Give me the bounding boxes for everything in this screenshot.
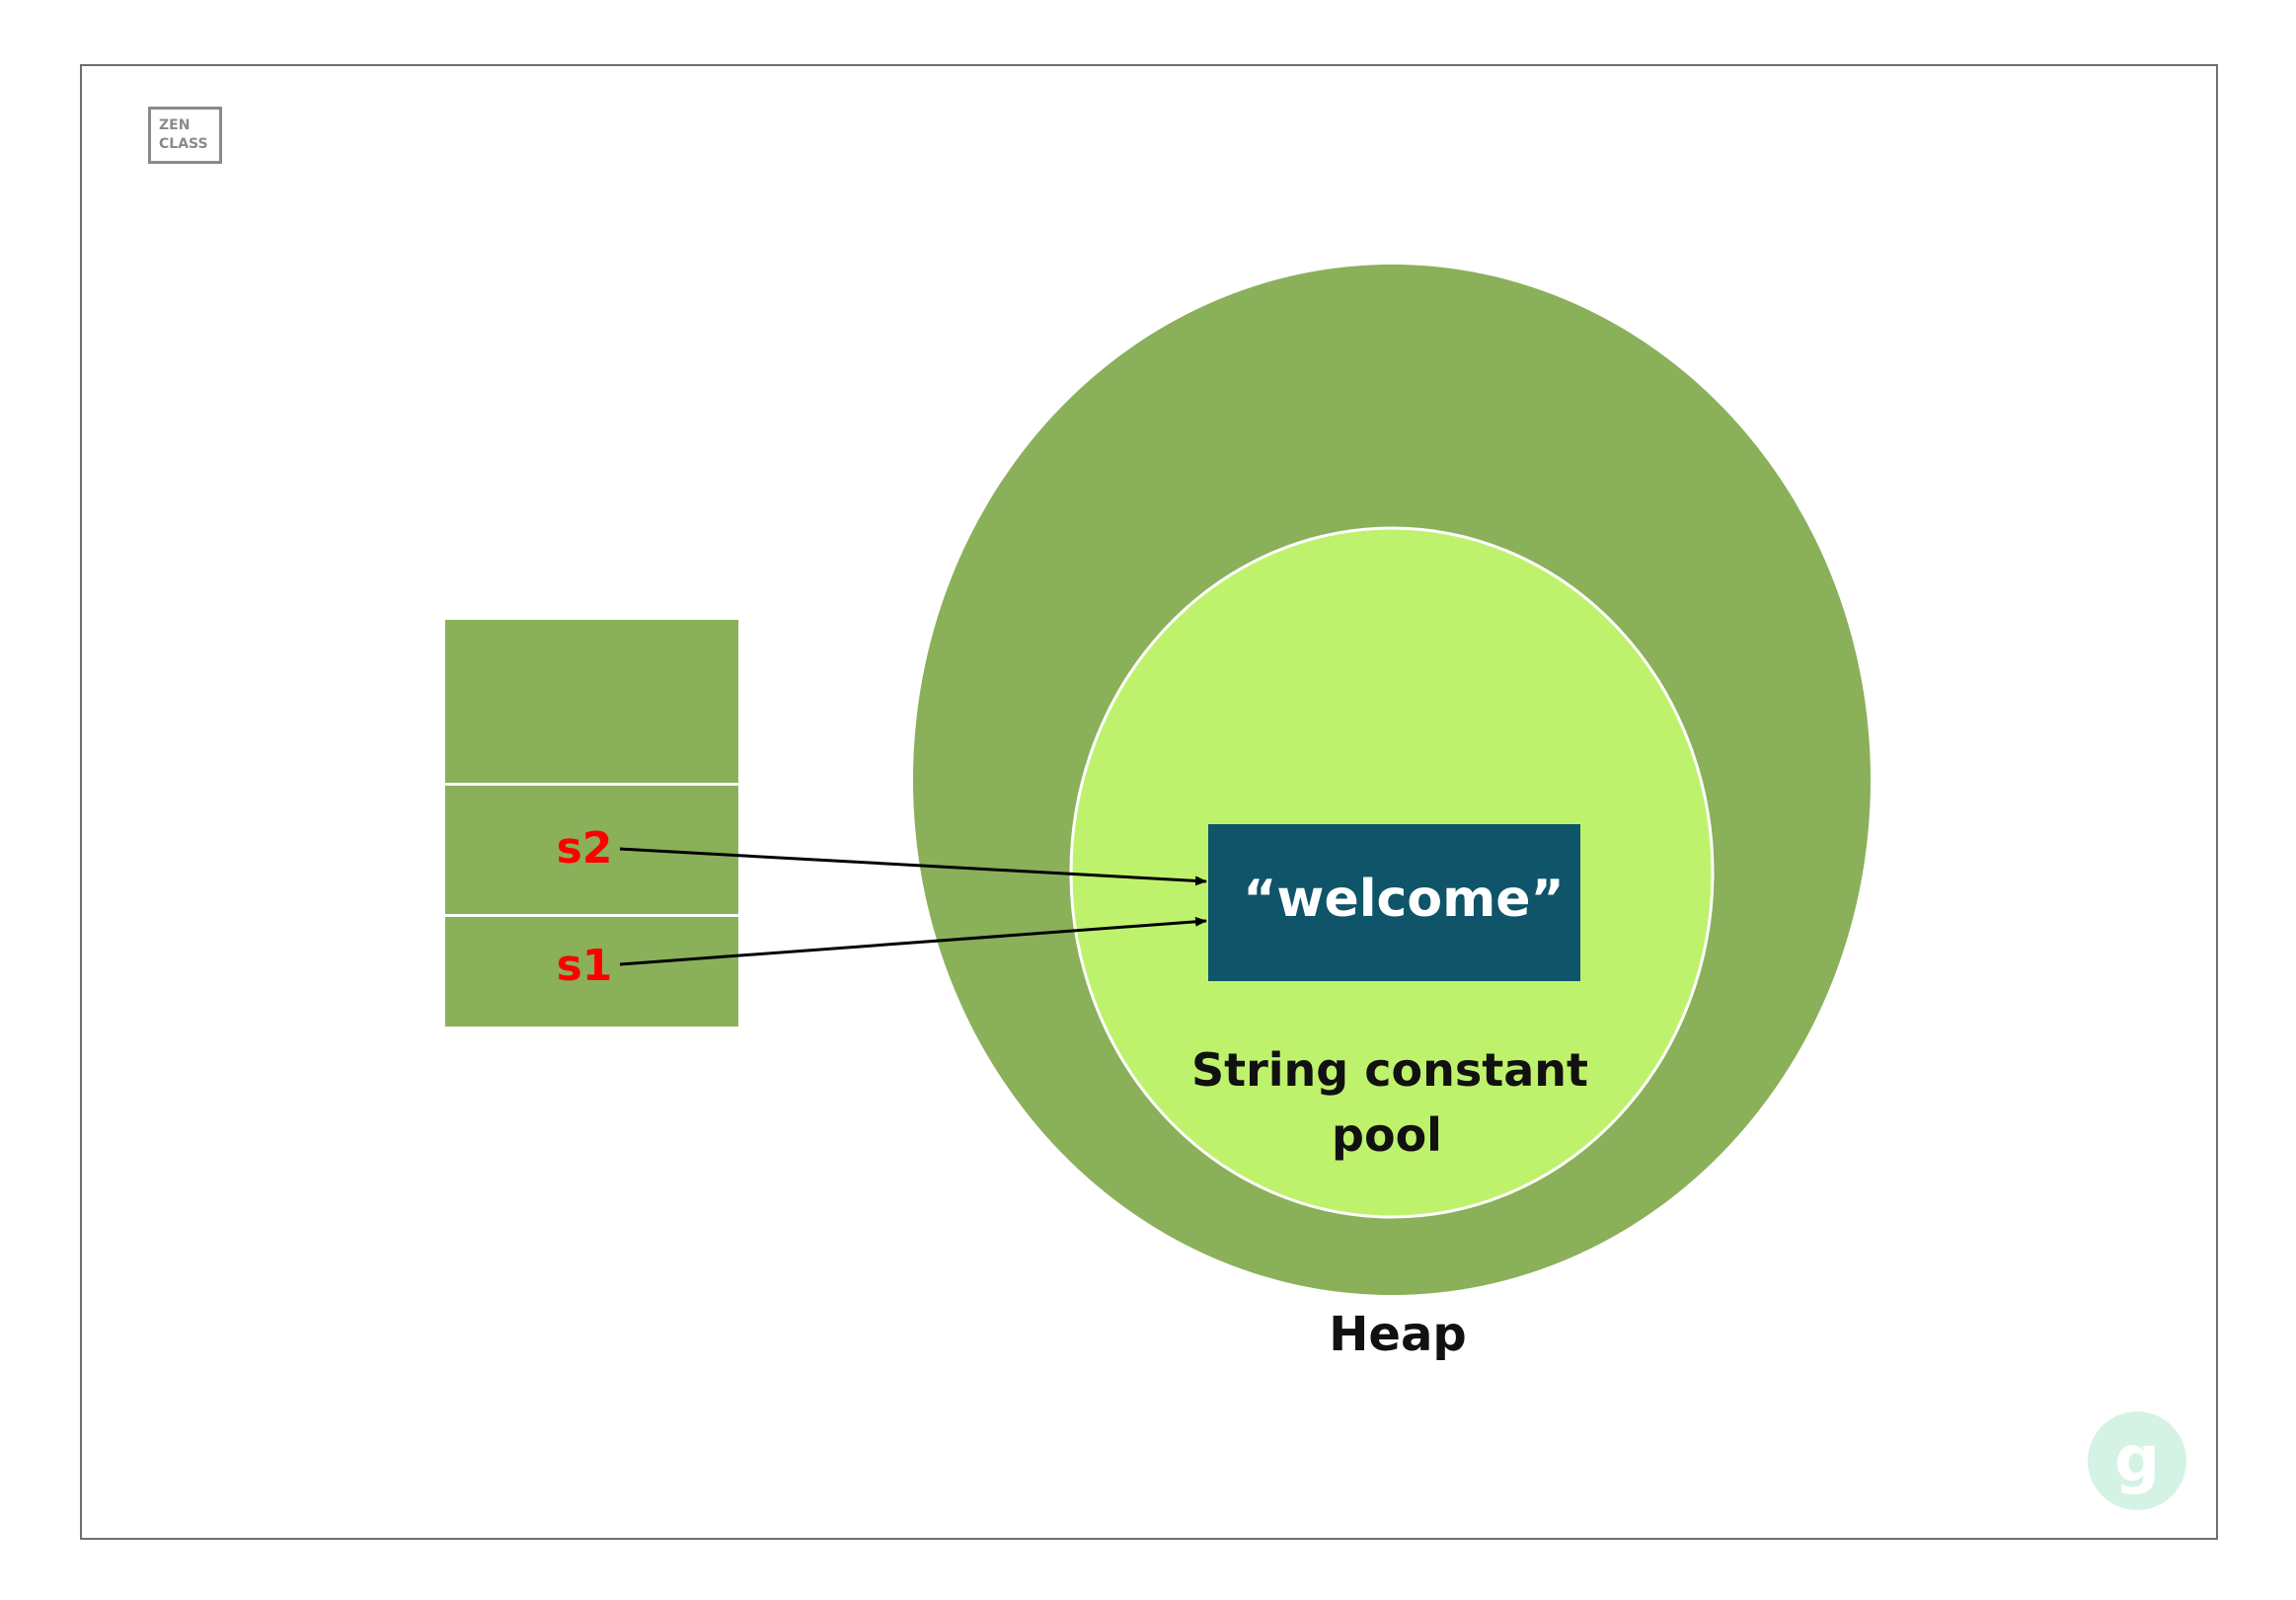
stack (445, 620, 738, 1027)
watermark-glyph: g (2114, 1423, 2160, 1496)
watermark-logo: g (2088, 1411, 2186, 1510)
logo-line-2: CLASS (159, 136, 208, 152)
welcome-object-label: “welcome” (1243, 870, 1564, 929)
watermark-circle (2088, 1411, 2186, 1510)
stack-slot-s2 (445, 786, 738, 914)
arrow-s1-to-welcome (619, 916, 1207, 966)
logo-line-1: ZEN (159, 117, 191, 133)
pool-label-line-1: String constant (1191, 1043, 1588, 1097)
reference-s1-label: s1 (557, 941, 613, 991)
arrow-s2-to-welcome (619, 847, 1207, 886)
heap-label: Heap (1329, 1307, 1466, 1362)
stack-slot-s1 (445, 917, 738, 1027)
welcome-string-object (1208, 824, 1580, 981)
zen-class-logo: ZEN CLASS (148, 107, 222, 164)
reference-s2-label: s2 (557, 823, 613, 874)
pool-label-line-2: pool (1332, 1108, 1442, 1162)
stack-slot-empty (445, 620, 738, 783)
